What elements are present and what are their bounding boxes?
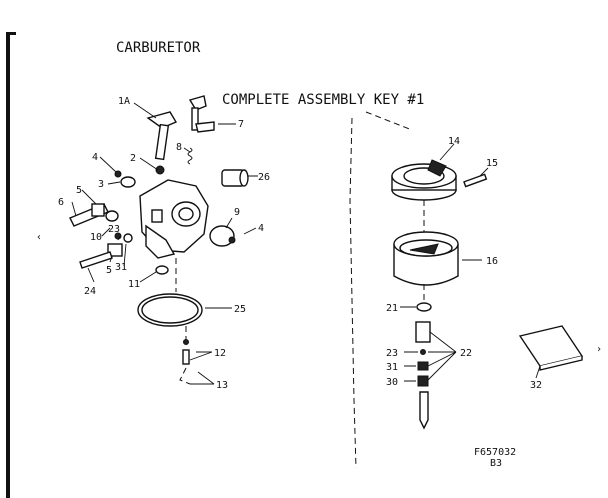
callout-4-right: 4 <box>258 223 264 234</box>
left-margin-mark: ‹ <box>36 232 42 243</box>
part-choke-lever <box>188 95 215 133</box>
part-float-valve-14 <box>391 159 457 201</box>
callout-2: 2 <box>130 153 136 164</box>
callout-13: 13 <box>216 380 228 391</box>
callout-23-right: 23 <box>386 348 398 359</box>
part-screw-2 <box>155 165 165 175</box>
callout-5-top: 5 <box>76 185 82 196</box>
callout-31-right: 31 <box>386 362 398 373</box>
part-spring <box>187 147 193 165</box>
part-tag-32 <box>518 325 584 371</box>
drawing-revision: B3 <box>490 458 502 469</box>
callout-21: 21 <box>386 303 398 314</box>
diagram-subtitle: COMPLETE ASSEMBLY KEY #1 <box>222 92 424 108</box>
part-pin-15 <box>463 173 488 188</box>
part-carburetor-body <box>139 179 209 259</box>
part-plug-11 <box>155 265 169 275</box>
callout-6: 6 <box>58 197 64 208</box>
leaders-left <box>71 102 258 385</box>
callout-11: 11 <box>128 279 140 290</box>
callout-23-left: 23 <box>108 224 120 235</box>
callout-30: 30 <box>386 377 398 388</box>
callout-24: 24 <box>84 286 96 297</box>
part-pin-12b <box>182 349 190 365</box>
callout-9: 9 <box>234 207 240 218</box>
part-fitting-26 <box>221 169 249 187</box>
callout-10: 10 <box>90 232 102 243</box>
part-gasket-25 <box>137 293 203 327</box>
callout-14: 14 <box>448 136 460 147</box>
part-washer-3 <box>120 176 136 188</box>
diagram-title: CARBURETOR <box>116 40 201 56</box>
left-border <box>6 32 10 498</box>
callout-16: 16 <box>486 256 498 267</box>
callout-22: 22 <box>460 348 472 359</box>
part-wire-13 <box>179 367 191 385</box>
alignment-line-left <box>175 258 187 340</box>
part-main-jet <box>79 232 133 269</box>
left-border-tick <box>10 32 16 35</box>
drawing-code: F657032 <box>474 447 516 458</box>
callout-12: 12 <box>214 348 226 359</box>
leaders-right <box>400 143 541 382</box>
part-idle-screw <box>69 203 119 227</box>
assembly-dashed-line <box>349 111 413 469</box>
part-float-bowl-16 <box>393 231 459 286</box>
callout-25: 25 <box>234 304 246 315</box>
part-pin-12a <box>183 339 189 345</box>
part-throttle-shaft <box>146 111 178 161</box>
part-washer-21 <box>416 302 432 312</box>
callout-26: 26 <box>258 172 270 183</box>
callout-32: 32 <box>530 380 542 391</box>
part-plate-9 <box>209 225 236 247</box>
callout-8: 8 <box>176 142 182 153</box>
callout-31-left: 31 <box>115 262 127 273</box>
callout-4-left: 4 <box>92 152 98 163</box>
callout-5-bottom: 5 <box>106 265 112 276</box>
part-nut-4 <box>114 170 122 178</box>
callout-7: 7 <box>238 119 244 130</box>
callout-3: 3 <box>98 179 104 190</box>
callout-15: 15 <box>486 158 498 169</box>
part-jet-stack <box>415 321 431 430</box>
callout-1a: 1A <box>118 96 130 107</box>
tag-mark: › <box>596 344 602 355</box>
